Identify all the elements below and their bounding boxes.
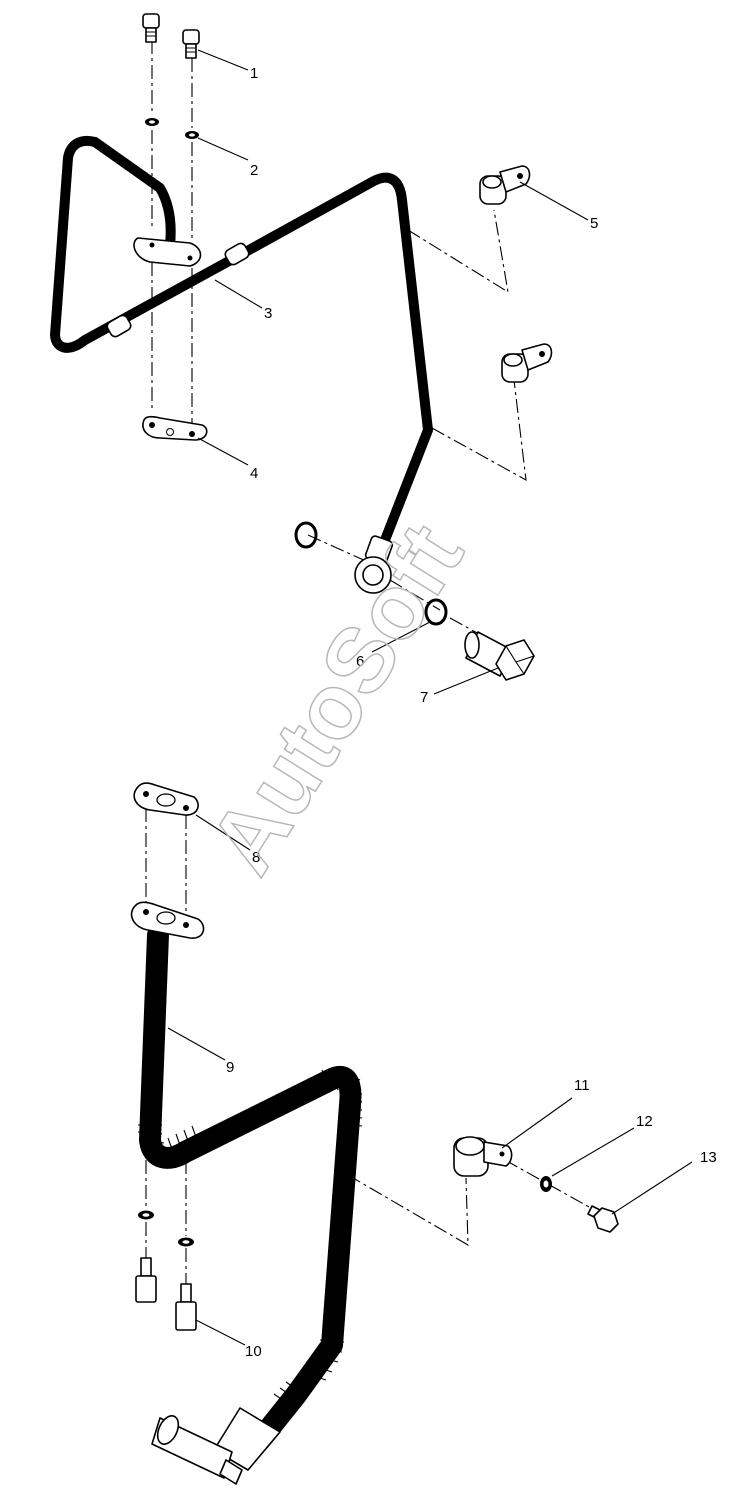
alignment-lines-upper (151, 40, 527, 641)
callout-6: 6 (356, 653, 364, 670)
callout-2: 2 (250, 162, 258, 179)
callout-13: 13 (700, 1149, 717, 1166)
washer-clamp (540, 1176, 552, 1192)
sealing-ring-right (424, 598, 448, 626)
oil-feed-pipe (50, 135, 433, 594)
watermark: AutoSoft (190, 507, 482, 890)
flange-gasket-lower (133, 782, 199, 816)
callout-10: 10 (245, 1343, 262, 1360)
callout-11: 11 (574, 1077, 590, 1094)
callout-4: 4 (250, 465, 258, 482)
pipe-clamp (453, 1136, 513, 1177)
washer-lower-left (138, 1210, 154, 1220)
washer-upper-left (145, 118, 159, 126)
callout-labels: 1 2 3 4 5 6 7 8 9 10 11 12 13 (226, 65, 717, 1360)
callout-1: 1 (250, 65, 258, 82)
callout-5: 5 (590, 215, 598, 232)
banjo-bolt (464, 631, 535, 681)
callout-12: 12 (636, 1113, 653, 1130)
flange-gasket-upper (142, 415, 208, 441)
callout-7: 7 (420, 689, 428, 706)
stud-right (175, 1283, 197, 1331)
washer-lower-right (178, 1237, 194, 1247)
cap-screw-left (142, 13, 160, 43)
leader-lines-upper (197, 49, 589, 695)
pipe-clip-lower (501, 343, 553, 383)
cap-screw-right (182, 29, 200, 59)
leader-lines-lower (167, 814, 693, 1346)
alignment-lines-lower (145, 808, 599, 1285)
washer-upper-right (185, 131, 199, 139)
stud-left (135, 1257, 157, 1303)
pipe-clip-upper (479, 165, 531, 205)
callout-8: 8 (252, 849, 260, 866)
callout-9: 9 (226, 1059, 234, 1076)
callout-3: 3 (264, 305, 272, 322)
oil-return-pipe (130, 901, 363, 1485)
clamp-bolt (587, 1205, 619, 1233)
sealing-ring-left (294, 521, 318, 549)
